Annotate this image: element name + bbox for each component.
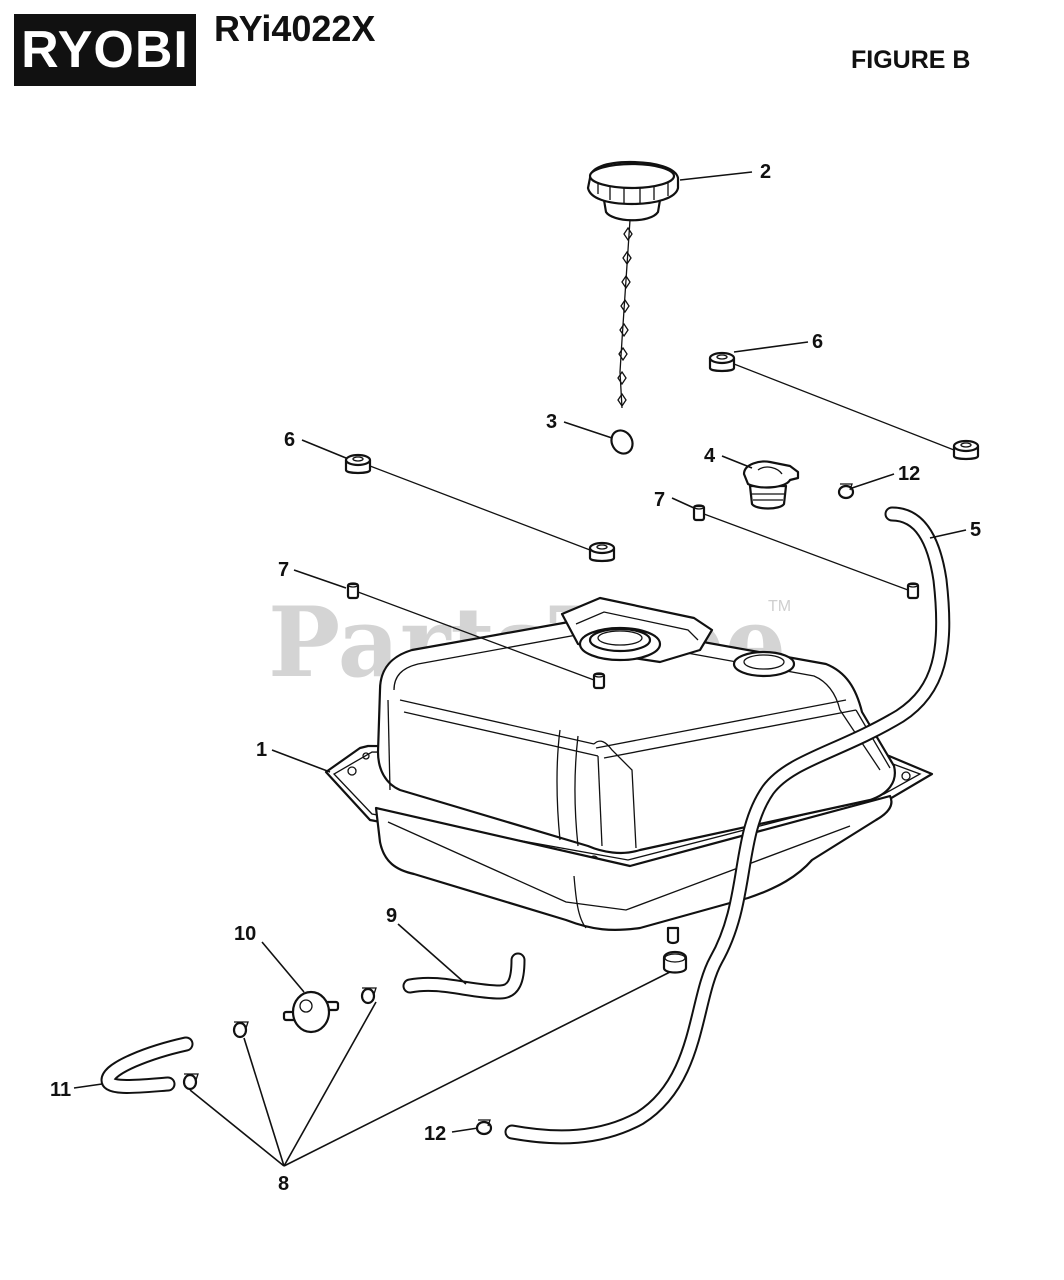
grommet — [588, 541, 616, 563]
vent-valve — [742, 460, 800, 510]
watermark-trademark: TM — [768, 598, 791, 615]
hose-clamp — [232, 1021, 249, 1039]
breather-hose — [504, 506, 951, 1145]
callout-7-left: 7 — [278, 559, 289, 581]
grommet — [708, 351, 736, 373]
callout-12-upper: 12 — [898, 463, 920, 485]
callout-6-left: 6 — [284, 429, 295, 451]
mounting-lines — [357, 363, 955, 681]
callout-7-right: 7 — [654, 489, 665, 511]
callout-11: 11 — [50, 1079, 71, 1101]
leader-lines — [73, 171, 967, 1167]
fuel-line-short — [100, 1036, 194, 1094]
callout-1: 1 — [256, 739, 267, 761]
fuel-cap — [586, 160, 680, 222]
figure-label: FIGURE B — [851, 46, 971, 74]
fuel-filter — [282, 990, 340, 1034]
ryobi-logo-text: RYOBI — [21, 21, 189, 79]
callout-10: 10 — [234, 923, 256, 945]
spacer — [906, 582, 920, 600]
fuel-line — [402, 952, 526, 1000]
callout-12-lower: 12 — [424, 1123, 446, 1145]
callout-2: 2 — [760, 161, 771, 183]
grommet — [344, 453, 372, 475]
spacer — [592, 672, 606, 690]
hose-clamp — [475, 1119, 493, 1136]
ryobi-logo: RYOBI — [14, 14, 196, 86]
cap-ring — [610, 429, 634, 455]
callout-8: 8 — [278, 1173, 289, 1195]
cap-chain — [617, 219, 633, 409]
hose-clamp — [837, 483, 855, 500]
fuel-tank — [324, 596, 934, 945]
model-number: RYi4022X — [214, 8, 376, 49]
spacer — [692, 504, 706, 522]
hose-clamp — [360, 987, 377, 1005]
spacer — [346, 582, 360, 600]
grommet — [952, 439, 980, 461]
callout-9: 9 — [386, 905, 397, 927]
callout-5: 5 — [970, 519, 981, 541]
callout-3: 3 — [546, 411, 557, 433]
callout-4: 4 — [704, 445, 716, 467]
hose-clamp — [662, 950, 688, 974]
hose-clamp — [182, 1073, 199, 1091]
callout-6-right: 6 — [812, 331, 823, 353]
